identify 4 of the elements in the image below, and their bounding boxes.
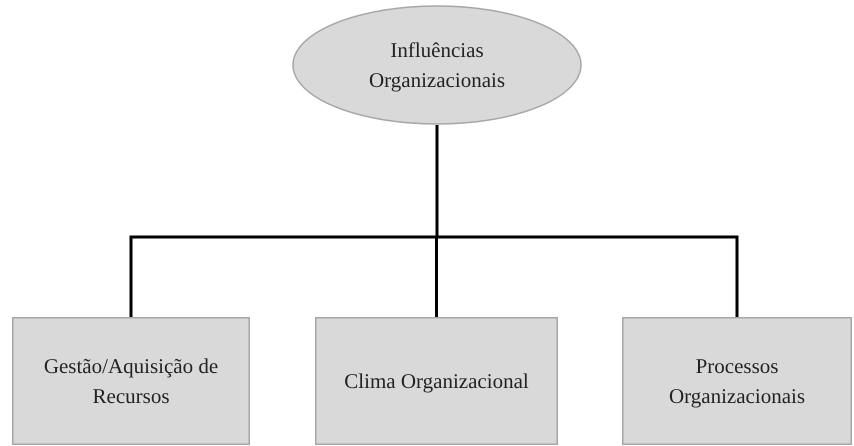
node-label: Influências Organizacionais (368, 37, 506, 94)
node-label: Gestão/Aquisição de Recursos (42, 353, 220, 410)
node-label: Processos Organizacionais (668, 353, 806, 410)
node-label: Clima Organizacional (344, 368, 529, 395)
